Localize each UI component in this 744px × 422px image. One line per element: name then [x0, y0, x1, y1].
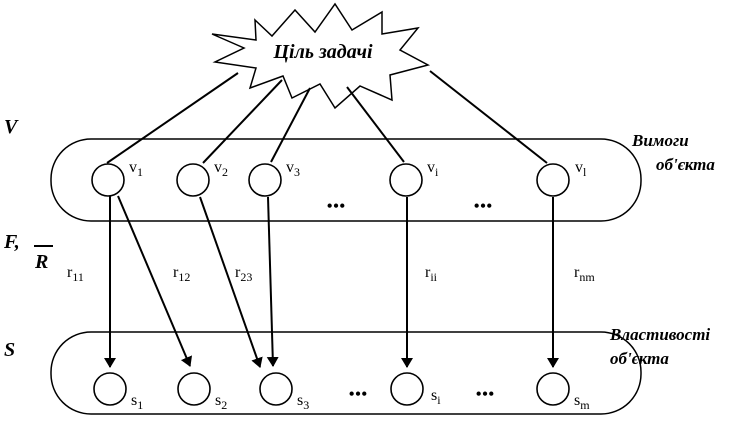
arrow-v2-s3 — [199, 196, 263, 368]
goal-to-v1-edge — [106, 72, 239, 164]
v-node-3: v3 — [248, 159, 300, 197]
level-f-symbol: F, — [3, 231, 20, 253]
relation-label-rnm: rnm — [574, 264, 595, 284]
v-node-2: v2 — [176, 159, 228, 197]
v-node-l: vl — [536, 159, 587, 197]
svg-text:v2: v2 — [214, 159, 228, 179]
v-ellipsis-1: ••• — [327, 196, 346, 216]
v-node-1: v1 — [91, 159, 143, 197]
level-s-symbol: S — [4, 339, 15, 361]
relation-label-r23: r23 — [235, 264, 252, 284]
svg-text:si: si — [431, 387, 441, 407]
s-ellipsis-1: ••• — [349, 384, 368, 404]
s-node-i: si — [390, 372, 441, 407]
svg-text:sm: sm — [574, 392, 590, 412]
svg-text:v1: v1 — [129, 159, 143, 179]
goal-to-v2-edge — [202, 79, 283, 164]
relation-label-rii: rii — [425, 264, 438, 284]
s-node-m: sm — [536, 372, 590, 412]
v-node-i: vi — [389, 159, 439, 197]
goal-to-vi-edge — [346, 86, 405, 163]
arrow-v1-s2 — [117, 195, 193, 367]
s-node-1: s1 — [93, 372, 143, 412]
goal-to-v3-edge — [270, 87, 311, 163]
s-ellipsis-2: ••• — [476, 384, 495, 404]
v-ellipsis-2: ••• — [474, 196, 493, 216]
level-r-symbol: R — [34, 251, 48, 273]
goal-to-vl-edge — [429, 70, 548, 164]
arrow-v3-s3 — [266, 196, 279, 367]
goal-burst-shape — [211, 2, 431, 110]
properties-group-box — [50, 331, 642, 415]
requirements-label-line2: об'єкта — [656, 155, 715, 174]
svg-text:s2: s2 — [215, 392, 227, 412]
s-node-2: s2 — [177, 372, 227, 412]
requirements-group-box — [50, 138, 642, 222]
svg-text:vi: vi — [427, 159, 439, 179]
relation-label-r11: r11 — [67, 264, 84, 284]
s-node-3: s3 — [259, 372, 309, 412]
requirements-label-line1: Вимоги — [631, 131, 689, 150]
properties-label-line2: об'єкта — [610, 349, 669, 368]
properties-label-line1: Властивості — [609, 325, 710, 344]
goal-label: Ціль задачі — [272, 41, 372, 63]
level-v-symbol: V — [4, 116, 19, 138]
svg-text:s3: s3 — [297, 392, 309, 412]
svg-text:vl: vl — [575, 159, 587, 179]
svg-text:s1: s1 — [131, 392, 143, 412]
svg-text:v3: v3 — [286, 159, 300, 179]
relation-label-r12: r12 — [173, 264, 190, 284]
